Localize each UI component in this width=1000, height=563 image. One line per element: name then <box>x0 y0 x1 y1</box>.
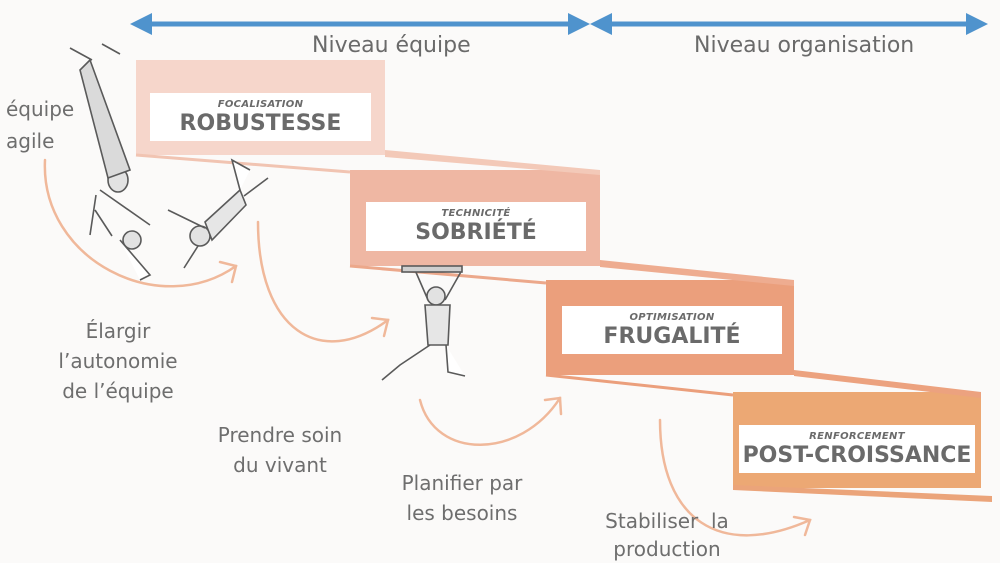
falling-person-figure <box>69 43 152 281</box>
transition-label-line: Planifier par <box>401 471 523 495</box>
transition-label-line: production <box>613 537 721 561</box>
hanging-person-figure <box>381 265 466 381</box>
stair-edge-1 <box>135 153 351 174</box>
transition-label-line: Élargir <box>85 319 151 343</box>
stair-connector-4 <box>733 485 992 502</box>
step-card-robustesse: FOCALISATION ROBUSTESSE <box>150 93 371 141</box>
transition-label-line: les besoins <box>406 501 518 525</box>
step-card-post-croissance: RENFORCEMENT POST-CROISSANCE <box>739 425 975 473</box>
transition-label-2: Prendre soin du vivant <box>210 422 350 478</box>
organisation-level-arrow <box>590 13 988 35</box>
transition-arrow-4 <box>658 418 812 537</box>
team-level-label: Niveau équipe <box>312 33 471 58</box>
transition-label-line: du vivant <box>233 453 327 477</box>
stair-edge-2 <box>349 264 547 285</box>
start-label-line-1: équipe <box>6 97 75 121</box>
step-sub-label: RENFORCEMENT <box>809 431 905 442</box>
transition-label-1: Élargir l’autonomie de l’équipe <box>52 318 184 404</box>
transition-arrow-3 <box>418 396 563 446</box>
step-sub-label: FOCALISATION <box>217 99 304 110</box>
transition-label-line: de l’équipe <box>62 379 174 403</box>
step-main-label: SOBRIÉTÉ <box>415 220 537 245</box>
step-main-label: POST-CROISSANCE <box>742 443 972 468</box>
step-main-label: FRUGALITÉ <box>603 324 741 349</box>
step-card-sobriete: TECHNICITÉ SOBRIÉTÉ <box>366 202 586 251</box>
transition-arrow-1 <box>43 158 238 288</box>
start-label-line-2: agile <box>6 129 55 153</box>
team-level-arrow <box>130 13 590 35</box>
stair-connector-1 <box>385 150 600 175</box>
jumping-person-figure <box>167 158 269 269</box>
step-sub-label: OPTIMISATION <box>629 312 715 323</box>
step-sub-label: TECHNICITÉ <box>441 208 511 219</box>
organisation-level-label: Niveau organisation <box>694 33 915 58</box>
transition-label-line: l’autonomie <box>58 349 178 373</box>
stair-connector-3 <box>794 370 981 398</box>
step-card-frugalite: OPTIMISATION FRUGALITÉ <box>562 306 782 354</box>
stair-edge-3 <box>545 373 734 397</box>
transition-arrow-2 <box>256 220 390 343</box>
transition-label-3: Planifier par les besoins <box>392 470 532 526</box>
transition-label-4: Stabiliser la production <box>592 508 742 562</box>
transition-label-line: Stabiliser la <box>605 509 729 533</box>
step-main-label: ROBUSTESSE <box>179 111 342 136</box>
transition-label-line: Prendre soin <box>217 423 343 447</box>
stair-connector-2 <box>600 260 794 286</box>
start-label: équipe agile <box>6 96 74 154</box>
